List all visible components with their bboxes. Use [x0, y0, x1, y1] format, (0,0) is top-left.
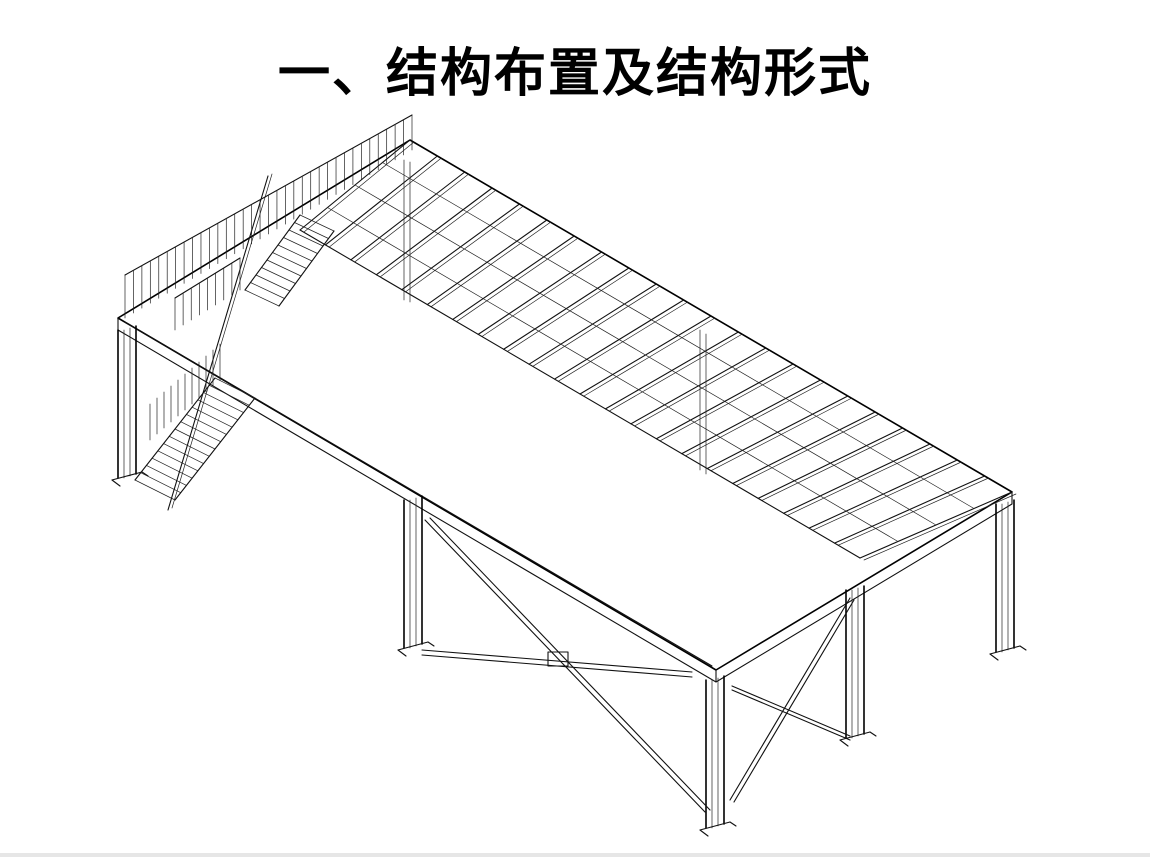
guardrail — [124, 114, 413, 441]
deck-outline — [117, 139, 1013, 683]
steel-columns — [111, 325, 1027, 837]
slide-title: 一、结构布置及结构形式 — [277, 44, 872, 104]
cross-bracing-side — [729, 597, 855, 803]
bottom-divider — [0, 853, 1150, 857]
cross-bracing-front — [421, 517, 711, 813]
floor-joists — [299, 139, 1017, 561]
deck-secondary-frame — [299, 159, 861, 559]
